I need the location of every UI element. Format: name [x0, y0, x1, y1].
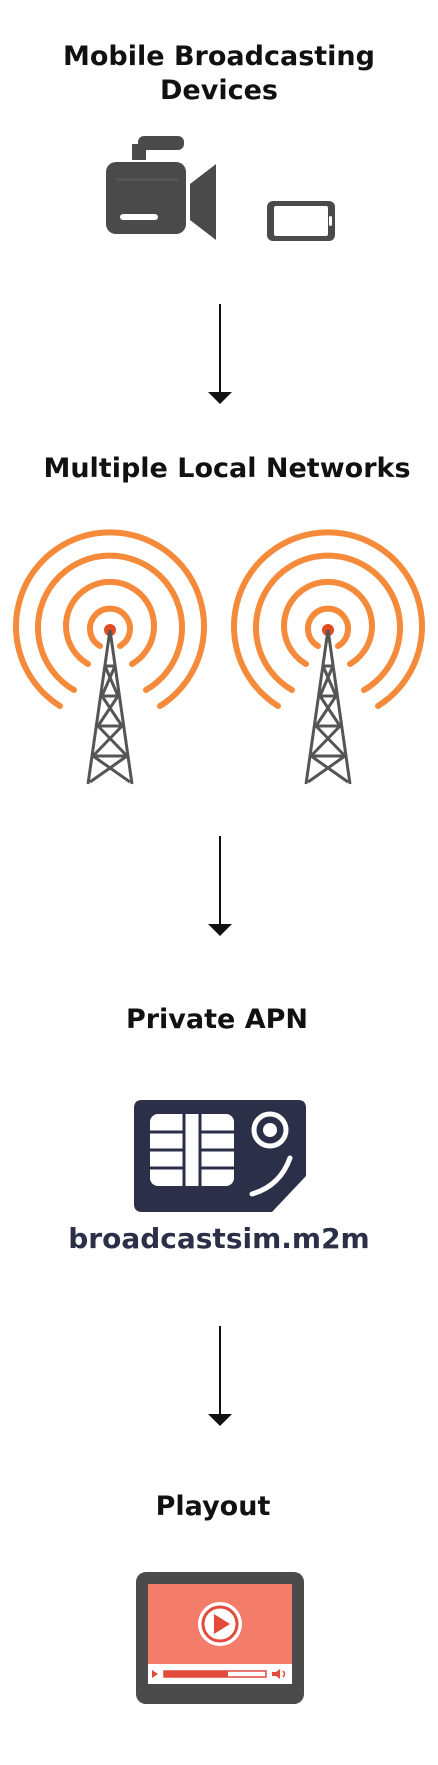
video-player-icon: [136, 1572, 304, 1704]
step-title-devices: Mobile Broadcasting Devices: [63, 41, 375, 106]
smartphone-icon: [267, 201, 335, 241]
step-title-playout: Playout: [155, 1491, 271, 1522]
step-title-networks: Multiple Local Networks: [43, 453, 411, 484]
video-camera-icon: [106, 136, 216, 240]
flow-arrow-1: [208, 304, 232, 404]
flow-arrow-3: [208, 1326, 232, 1426]
cell-tower-icon: [231, 529, 425, 785]
cell-tower-icon: [13, 529, 207, 785]
apn-name-label: broadcastsim.m2m: [68, 1222, 370, 1255]
step-title-apn: Private APN: [125, 1004, 309, 1035]
sim-card-icon: [134, 1100, 306, 1212]
flow-arrow-2: [208, 836, 232, 936]
